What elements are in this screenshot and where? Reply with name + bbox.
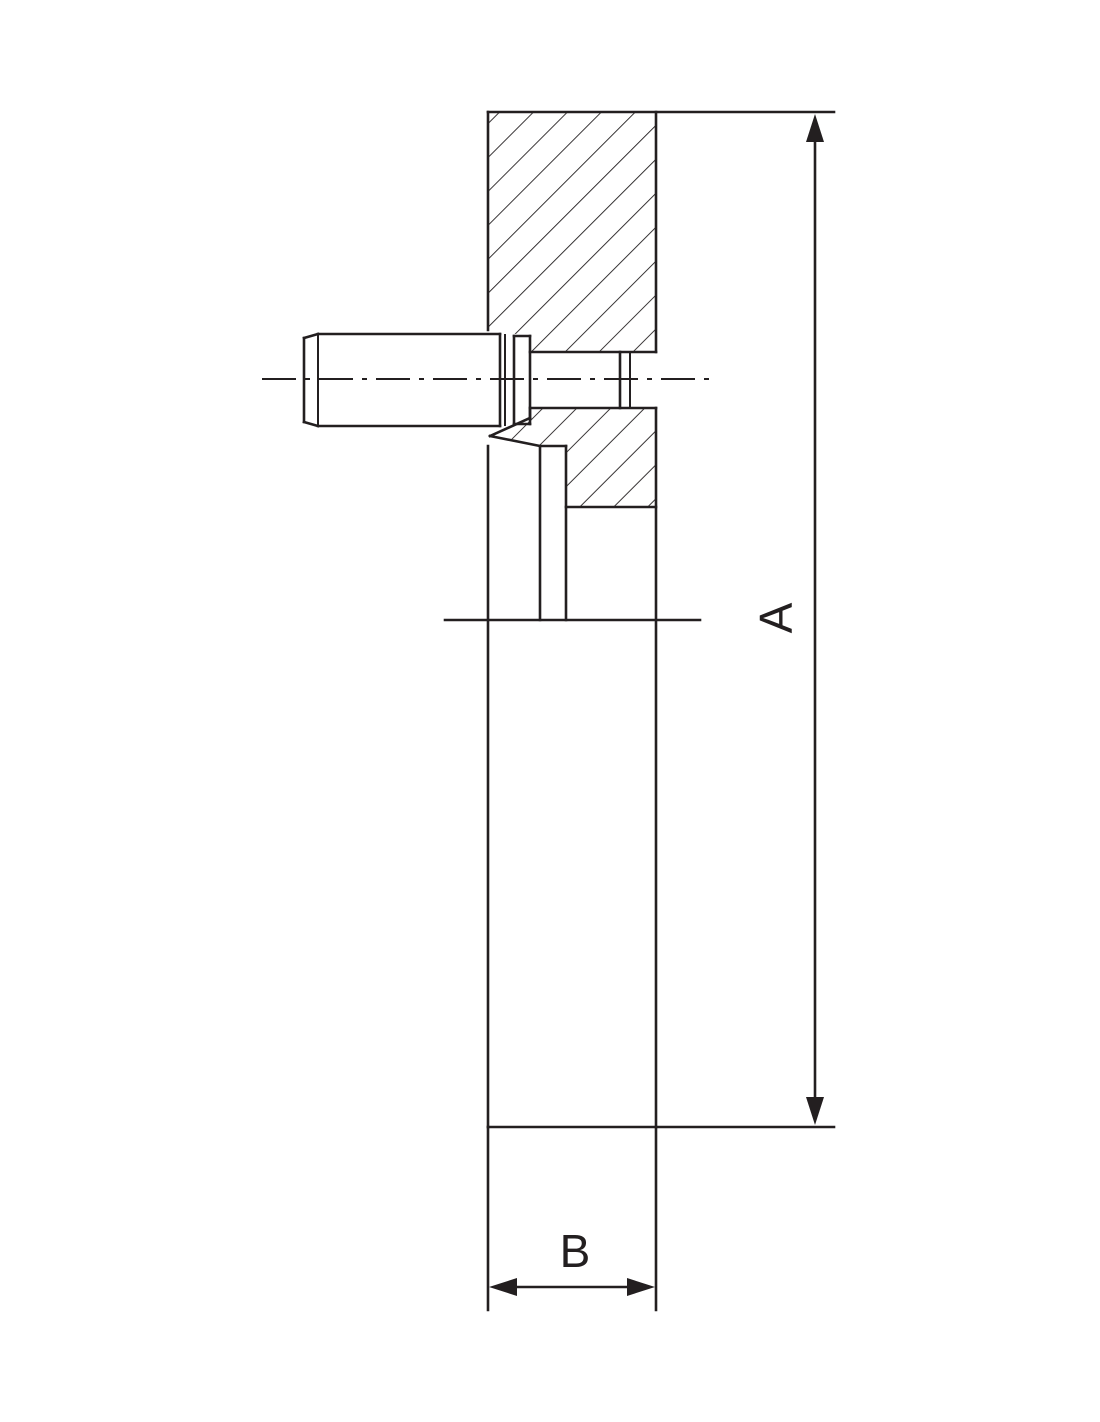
dimension-b — [486, 1125, 658, 1312]
body-outline — [486, 110, 836, 1129]
section-hatch-lower — [500, 408, 656, 507]
dimension-a — [806, 114, 824, 1125]
dimension-b-label: B — [560, 1225, 591, 1277]
section-hatch-upper — [488, 112, 656, 352]
dimension-a-label: A — [750, 602, 802, 633]
